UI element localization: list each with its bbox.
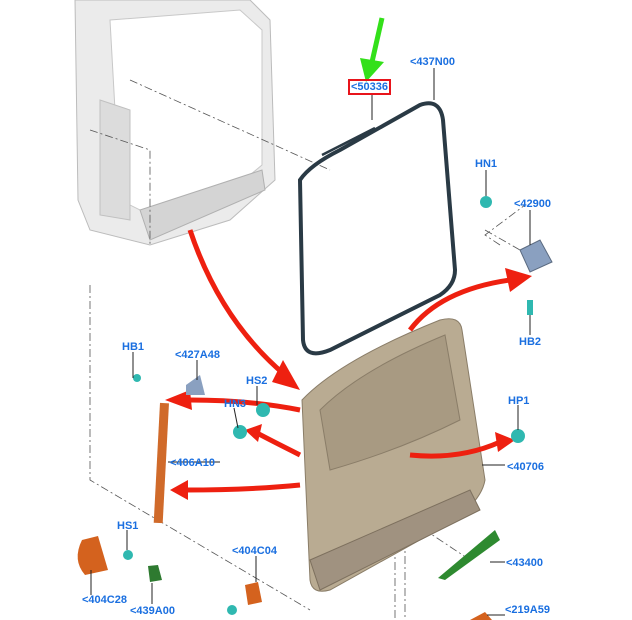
label-bracket[interactable]: <427A48: [175, 349, 220, 361]
label-door[interactable]: <40706: [507, 461, 545, 473]
trim-part: [438, 530, 500, 580]
seal-strip: [321, 126, 376, 157]
label-hp1[interactable]: HP1: [508, 395, 530, 407]
label-hs1[interactable]: HS1: [117, 520, 139, 532]
clip-part: [148, 565, 162, 582]
label-hn1[interactable]: HN1: [475, 158, 498, 170]
bumper-bracket-left: [77, 536, 108, 575]
label-hs2[interactable]: HS2: [246, 375, 268, 387]
label-hn3[interactable]: HN3: [224, 398, 247, 410]
label-bumper-left[interactable]: <404C28: [82, 594, 127, 606]
leader-lines: [89, 79, 526, 620]
fasteners: [123, 196, 533, 615]
vehicle-body: [74, 0, 276, 246]
label-hb2[interactable]: HB2: [519, 336, 542, 348]
gas-strut: [153, 402, 169, 524]
green-pointer-arrow: [360, 17, 385, 82]
label-trim[interactable]: <43400: [506, 557, 544, 569]
handle-part: [470, 612, 492, 620]
liftgate-panel: [301, 318, 486, 592]
label-hinge[interactable]: <42900: [514, 198, 552, 210]
arrow-heads: [165, 268, 532, 500]
label-clip[interactable]: <439A00: [130, 605, 175, 617]
callout-lines: [90, 68, 531, 616]
label-weatherstrip[interactable]: <437N00: [410, 56, 455, 68]
label-strut[interactable]: <406A10: [170, 457, 215, 469]
weatherstrip-seal: [297, 101, 458, 356]
label-hb1[interactable]: HB1: [122, 341, 145, 353]
bumper-bracket-mid: [245, 582, 262, 605]
label-seal[interactable]: <50336: [347, 79, 392, 95]
label-handle[interactable]: <219A59: [505, 604, 550, 616]
label-bumper-mid[interactable]: <404C04: [232, 545, 277, 557]
hinge-part: [519, 239, 553, 273]
red-arrows: [184, 229, 511, 493]
bracket-part: [186, 375, 205, 395]
